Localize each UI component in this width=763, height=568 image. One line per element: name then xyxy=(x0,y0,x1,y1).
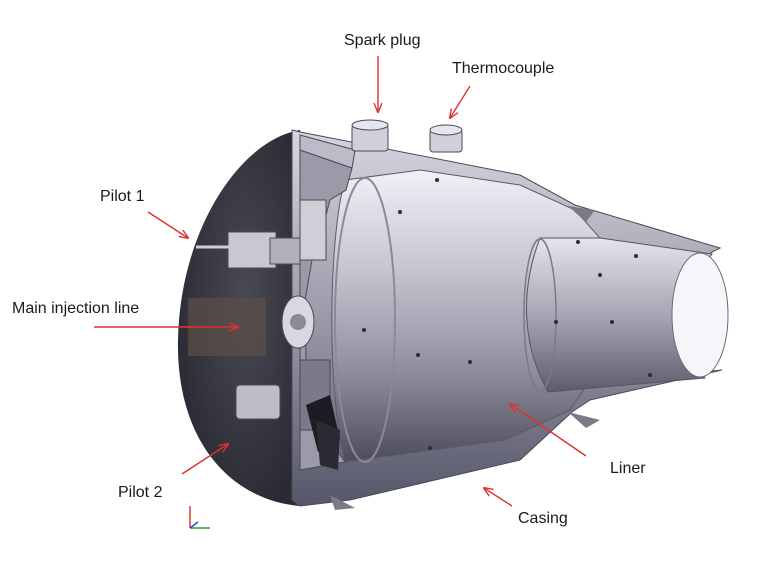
xyz-axes-icon xyxy=(189,506,210,529)
arrow-liner xyxy=(510,404,587,457)
arrow-thermocouple xyxy=(450,85,471,118)
label-main-injection: Main injection line xyxy=(12,300,140,317)
arrow-pilot-2 xyxy=(181,444,228,475)
label-casing: Casing xyxy=(518,510,568,527)
label-pilot-2: Pilot 2 xyxy=(118,484,163,501)
label-spark-plug: Spark plug xyxy=(344,32,421,49)
pilot-1-tube xyxy=(227,231,277,269)
arrow-casing xyxy=(484,488,513,507)
leader-arrows xyxy=(94,56,587,507)
liner-ring xyxy=(334,177,396,463)
pilot-2-tube xyxy=(235,384,281,420)
nozzle-exit xyxy=(671,252,729,378)
label-liner: Liner xyxy=(610,460,646,477)
label-thermocouple: Thermocouple xyxy=(452,60,555,77)
label-pilot-1: Pilot 1 xyxy=(100,188,145,205)
arrow-pilot-1 xyxy=(147,211,188,238)
cooling-holes xyxy=(362,178,652,450)
